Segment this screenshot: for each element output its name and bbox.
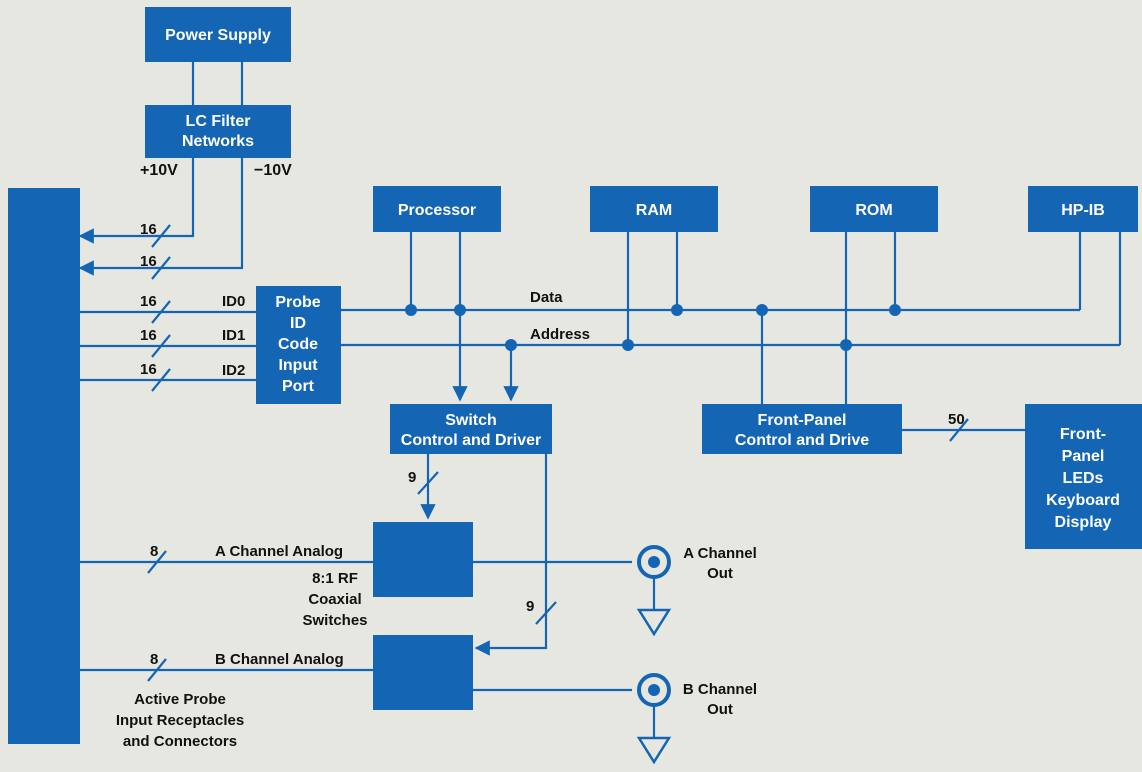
front-panel-leds-line5: Display (1055, 514, 1112, 531)
a-channel-connector-icon (636, 545, 672, 637)
front-panel-control-line2: Control and Drive (735, 432, 869, 449)
junction-dots (405, 304, 901, 351)
receptacles-line3: and Connectors (123, 733, 237, 750)
lc-filter-block (145, 105, 291, 158)
probe-id-line2: ID (290, 315, 306, 332)
front-panel-leds-line4: Keyboard (1046, 492, 1120, 509)
a-channel-analog-label: A Channel Analog (215, 543, 343, 560)
hpib-label: HP-IB (1061, 202, 1105, 219)
id0-label: ID0 (222, 293, 245, 310)
b-channel-connector-icon (636, 673, 672, 765)
switch-control-block (390, 404, 552, 454)
receptacle-bar (8, 188, 80, 744)
lc-filter-label-line1: LC Filter (186, 113, 251, 130)
power-supply-block (145, 7, 291, 62)
a-ground-icon (636, 608, 672, 637)
lc-filter-label-line2: Networks (182, 133, 254, 150)
minus-10v-label: −10V (254, 162, 292, 179)
switch-bus-a-label: 9 (408, 469, 416, 486)
rom-label: ROM (855, 202, 892, 219)
wires (78, 62, 1122, 738)
power-supply-label: Power Supply (165, 27, 271, 44)
probe-id-line1: Probe (275, 294, 320, 311)
front-panel-leds-line1: Front- (1060, 426, 1106, 443)
bus-slashes (147, 224, 969, 682)
b-channel-out-line1: B Channel (683, 681, 757, 698)
rf-switches-line3: Switches (302, 612, 367, 629)
probe-id-line5: Port (282, 378, 315, 395)
bus-width-label: 16 (140, 361, 157, 378)
probe-id-block (256, 286, 341, 404)
front-panel-leds-block (1025, 404, 1142, 549)
switch-control-line2: Control and Driver (401, 432, 541, 449)
front-panel-control-line1: Front-Panel (758, 412, 847, 429)
rf-switches-line2: Coaxial (308, 591, 361, 608)
rom-block (810, 186, 938, 232)
id1-label: ID1 (222, 327, 245, 344)
probe-id-line4: Input (278, 357, 318, 374)
bus-width-label: 16 (140, 293, 157, 310)
b-ground-icon (636, 736, 672, 765)
b-channel-bus-label: 8 (150, 651, 158, 668)
bus-width-label: 16 (140, 221, 157, 238)
bus-width-label: 16 (140, 327, 157, 344)
processor-block (373, 186, 501, 232)
b-channel-analog-label: B Channel Analog (215, 651, 344, 668)
a-channel-out-line2: Out (707, 565, 733, 582)
switch-bus-b-label: 9 (526, 598, 534, 615)
receptacles-line1: Active Probe (134, 691, 226, 708)
address-bus-label: Address (530, 326, 590, 343)
rf-switches-line1: 8:1 RF (312, 570, 358, 587)
rf-switch-a-block (373, 522, 473, 597)
probe-id-line3: Code (278, 336, 318, 353)
data-bus-label: Data (530, 289, 563, 306)
front-panel-control-block (702, 404, 902, 454)
id2-label: ID2 (222, 362, 245, 379)
b-channel-out-line2: Out (707, 701, 733, 718)
bus-width-label: 16 (140, 253, 157, 270)
front-panel-leds-line3: LEDs (1063, 470, 1104, 487)
receptacles-line2: Input Receptacles (116, 712, 244, 729)
processor-label: Processor (398, 202, 476, 219)
hpib-block (1028, 186, 1138, 232)
switch-control-line1: Switch (445, 412, 497, 429)
plus-10v-label: +10V (140, 162, 178, 179)
front-panel-leds-line2: Panel (1062, 448, 1105, 465)
a-channel-bus-label: 8 (150, 543, 158, 560)
ram-label: RAM (636, 202, 672, 219)
a-channel-out-line1: A Channel (683, 545, 757, 562)
rf-switch-b-block (373, 635, 473, 710)
front-panel-bus-label: 50 (948, 411, 965, 428)
ram-block (590, 186, 718, 232)
